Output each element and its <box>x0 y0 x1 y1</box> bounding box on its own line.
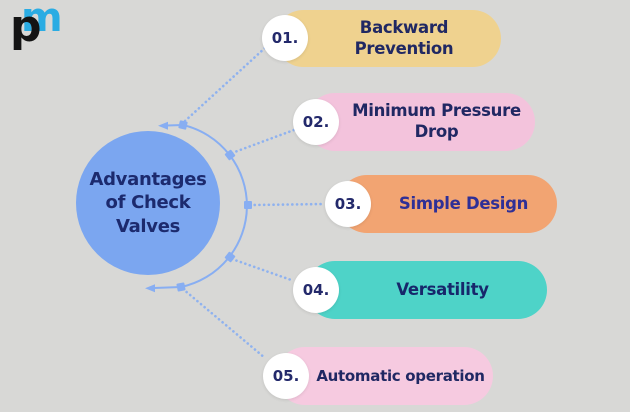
number-badge-02: 02. <box>293 99 339 145</box>
advantage-label: Simple Design <box>398 193 529 213</box>
advantage-pill-simple-design: Simple Design <box>338 175 557 233</box>
dotted-connector-4 <box>230 257 296 283</box>
advantage-pill-automatic-operation: Automatic operation <box>276 347 493 405</box>
number-label: 02. <box>302 113 330 131</box>
logo-letter-m: m <box>21 0 63 41</box>
number-label: 05. <box>272 367 300 385</box>
dotted-connector-5 <box>181 287 267 360</box>
number-label: 03. <box>334 195 362 213</box>
arc-node-5 <box>176 282 186 292</box>
advantage-pill-versatility: Versatility <box>306 261 547 319</box>
number-label: 04. <box>302 281 330 299</box>
arc-bottom-arrow-line <box>153 286 182 289</box>
advantage-pill-minimum-pressure-drop: Minimum Pressure Drop <box>306 93 535 151</box>
logo-letter-p: p <box>10 1 42 52</box>
central-topic-label: Advantages of Check Valves <box>89 168 207 237</box>
central-topic-circle: Advantages of Check Valves <box>76 131 220 275</box>
dotted-connector-3 <box>248 202 326 207</box>
number-badge-05: 05. <box>263 353 309 399</box>
arc-top-arrow-icon <box>158 121 168 130</box>
advantage-pill-backward-prevention: Backward Prevention <box>275 10 501 67</box>
brand-logo: m p <box>6 0 68 56</box>
number-badge-01: 01. <box>262 15 308 61</box>
advantage-label: Versatility <box>396 279 489 299</box>
number-badge-03: 03. <box>325 181 371 227</box>
dotted-connector-1 <box>183 45 268 123</box>
dotted-connector-2 <box>230 128 296 155</box>
number-label: 01. <box>271 29 299 47</box>
arc-node-2 <box>224 149 236 161</box>
arc-bottom-arrow-icon <box>145 284 155 293</box>
number-badge-04: 04. <box>293 267 339 313</box>
advantage-label: Automatic operation <box>316 366 485 385</box>
advantage-label: Minimum Pressure Drop <box>352 101 521 141</box>
advantage-label: Backward Prevention <box>354 17 454 58</box>
arc-node-4 <box>224 251 236 263</box>
arc-node-3 <box>244 201 252 209</box>
arc-node-1 <box>178 120 188 130</box>
